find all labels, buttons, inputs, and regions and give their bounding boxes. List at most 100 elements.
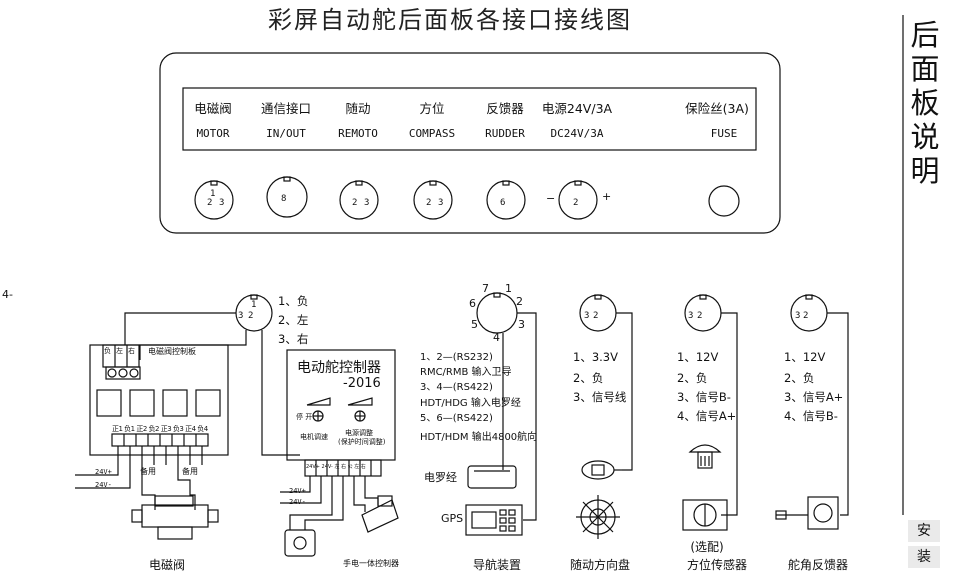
svg-text:3: 3: [364, 198, 369, 208]
manual-lever: [361, 499, 399, 533]
svg-text:3: 3: [238, 311, 243, 321]
remote-knob: [581, 460, 615, 480]
solenoid-spare-2: 备用: [182, 467, 198, 476]
compass-pin-4: 4、信号A+: [677, 409, 737, 423]
rear-panel-frame: [159, 52, 781, 234]
nav-pin-5: 5: [471, 318, 478, 331]
solenoid-term-right: 右: [128, 347, 135, 355]
panel-connector-compass: [413, 180, 453, 220]
nav-pin-2: 2: [516, 295, 523, 308]
panel-connector-inout: [266, 176, 308, 218]
controller-left-switch: 停 开: [296, 413, 313, 421]
gps-device: [465, 504, 523, 536]
solenoid-term-neg: 负: [104, 347, 111, 355]
nav-note-6: HDT/HDM 输出4800航向: [420, 432, 538, 443]
side-tab-install-2: 装: [908, 546, 940, 568]
svg-text:2: 2: [593, 311, 598, 321]
caption-rudder-feedback: 舵角反馈器: [787, 558, 849, 572]
label-remoto-en: REMOTO: [338, 127, 378, 140]
svg-text:6: 6: [500, 198, 505, 208]
controller-24v-minus: 24V-: [289, 498, 306, 506]
remote-pin-2: 2、负: [573, 371, 604, 385]
svg-text:3: 3: [219, 198, 224, 208]
remote-pin-1: 1、3.3V: [573, 350, 618, 364]
label-gyro-compass: 电罗经: [424, 471, 457, 484]
label-remoto-cn: 随动: [345, 101, 371, 116]
compass-dome: [688, 444, 722, 453]
nav-pin-7: 7: [482, 282, 489, 295]
label-power-en: DC24V/3A: [550, 127, 604, 140]
label-inout-en: IN/OUT: [266, 127, 306, 140]
svg-text:3: 3: [688, 311, 693, 321]
caption-solenoid: 电磁阀: [148, 558, 186, 572]
svg-text:1: 1: [251, 300, 256, 310]
solenoid-spare-1: 备用: [140, 467, 156, 476]
label-gps: GPS: [441, 512, 464, 525]
nav-note-5: 5、6—(RS422): [420, 413, 493, 424]
panel-connector-rudder: [486, 180, 526, 220]
svg-text:2: 2: [573, 198, 578, 208]
rudder-pin-2: 2、负: [784, 371, 815, 385]
controller-model: -2016: [343, 376, 381, 391]
panel-connector-remoto: [339, 180, 379, 220]
nav-note-1: 1、2—(RS232): [420, 352, 493, 363]
controller-terminals: 24V+ 24V- 左 右 公 左 右: [306, 464, 366, 470]
label-fuse-cn: 保险丝(3A): [685, 101, 749, 116]
solenoid-pin-2: 2、左: [278, 313, 309, 327]
compass-pin-1: 1、12V: [677, 350, 719, 364]
solenoid-bottom-terminals: 正1 负1 正2 负2 正3 负3 正4 负4: [112, 425, 208, 433]
nav-pin-3: 3: [518, 318, 525, 331]
label-motor-en: MOTOR: [196, 127, 230, 140]
diagram-title: 彩屏自动舵后面板各接口接线图: [268, 6, 632, 34]
nav-note-4: HDT/HDG 输入电罗经: [420, 398, 521, 409]
panel-fuse: [708, 185, 740, 217]
power-plus-mark: +: [602, 190, 612, 203]
svg-text:2: 2: [248, 311, 253, 321]
side-title: 后面板说明: [910, 18, 940, 188]
svg-text:3: 3: [438, 198, 443, 208]
label-fuse-en: FUSE: [710, 127, 738, 140]
remote-pin-3: 3、信号线: [573, 390, 627, 404]
gyro-compass-device: [467, 465, 517, 489]
caption-hand-controller: 手电一体控制器: [343, 559, 399, 568]
svg-text:2: 2: [207, 198, 212, 208]
solenoid-24v-plus: 24V+: [95, 468, 112, 476]
solenoid-pin-3: 3、右: [278, 332, 309, 346]
label-compass-en: COMPASS: [408, 127, 456, 140]
caption-compass-sensor: 方位传感器: [686, 558, 748, 572]
label-inout-cn: 通信接口: [260, 101, 312, 116]
rudder-pin-3: 3、信号A+: [784, 390, 844, 404]
label-rudder-en: RUDDER: [485, 127, 525, 140]
panel-connector-motor: [194, 180, 234, 220]
nav-pin-4: 4: [493, 331, 500, 344]
label-rudder-cn: 反馈器: [486, 101, 524, 116]
controller-right-sub: (保护时间调整): [338, 438, 386, 446]
nav-pin-1: 1: [505, 282, 512, 295]
controller-left-label: 电机调速: [300, 433, 328, 441]
rudder-pin-1: 1、12V: [784, 350, 826, 364]
caption-navigation: 导航装置: [472, 558, 522, 572]
navigation-plug: [476, 292, 518, 334]
rear-panel-label-box: [182, 87, 757, 151]
label-compass-cn: 方位: [419, 101, 445, 116]
svg-text:8: 8: [281, 194, 286, 204]
solenoid-pin-1: 1、负: [278, 294, 309, 308]
compass-optional-note: (选配): [690, 540, 724, 554]
hand-controller: [284, 529, 316, 557]
svg-text:1: 1: [210, 189, 215, 199]
solenoid-valve: [141, 504, 209, 528]
power-minus-mark: −: [546, 192, 556, 205]
nav-pin-6: 6: [469, 297, 476, 310]
label-power-cn: 电源24V/3A: [541, 101, 613, 116]
margin-mark: 4-: [2, 288, 13, 301]
caption-remote: 随动方向盘: [569, 558, 631, 572]
svg-text:2: 2: [803, 311, 808, 321]
svg-text:2: 2: [352, 198, 357, 208]
solenoid-board-title: 电磁阀控制板: [148, 347, 196, 356]
compass-pin-3: 3、信号B-: [677, 390, 731, 404]
nav-note-3: 3、4—(RS422): [420, 382, 493, 393]
controller-title: 电动舵控制器: [297, 360, 381, 376]
rudder-pin-4: 4、信号B-: [784, 409, 838, 423]
rudder-sensor: [807, 496, 839, 530]
